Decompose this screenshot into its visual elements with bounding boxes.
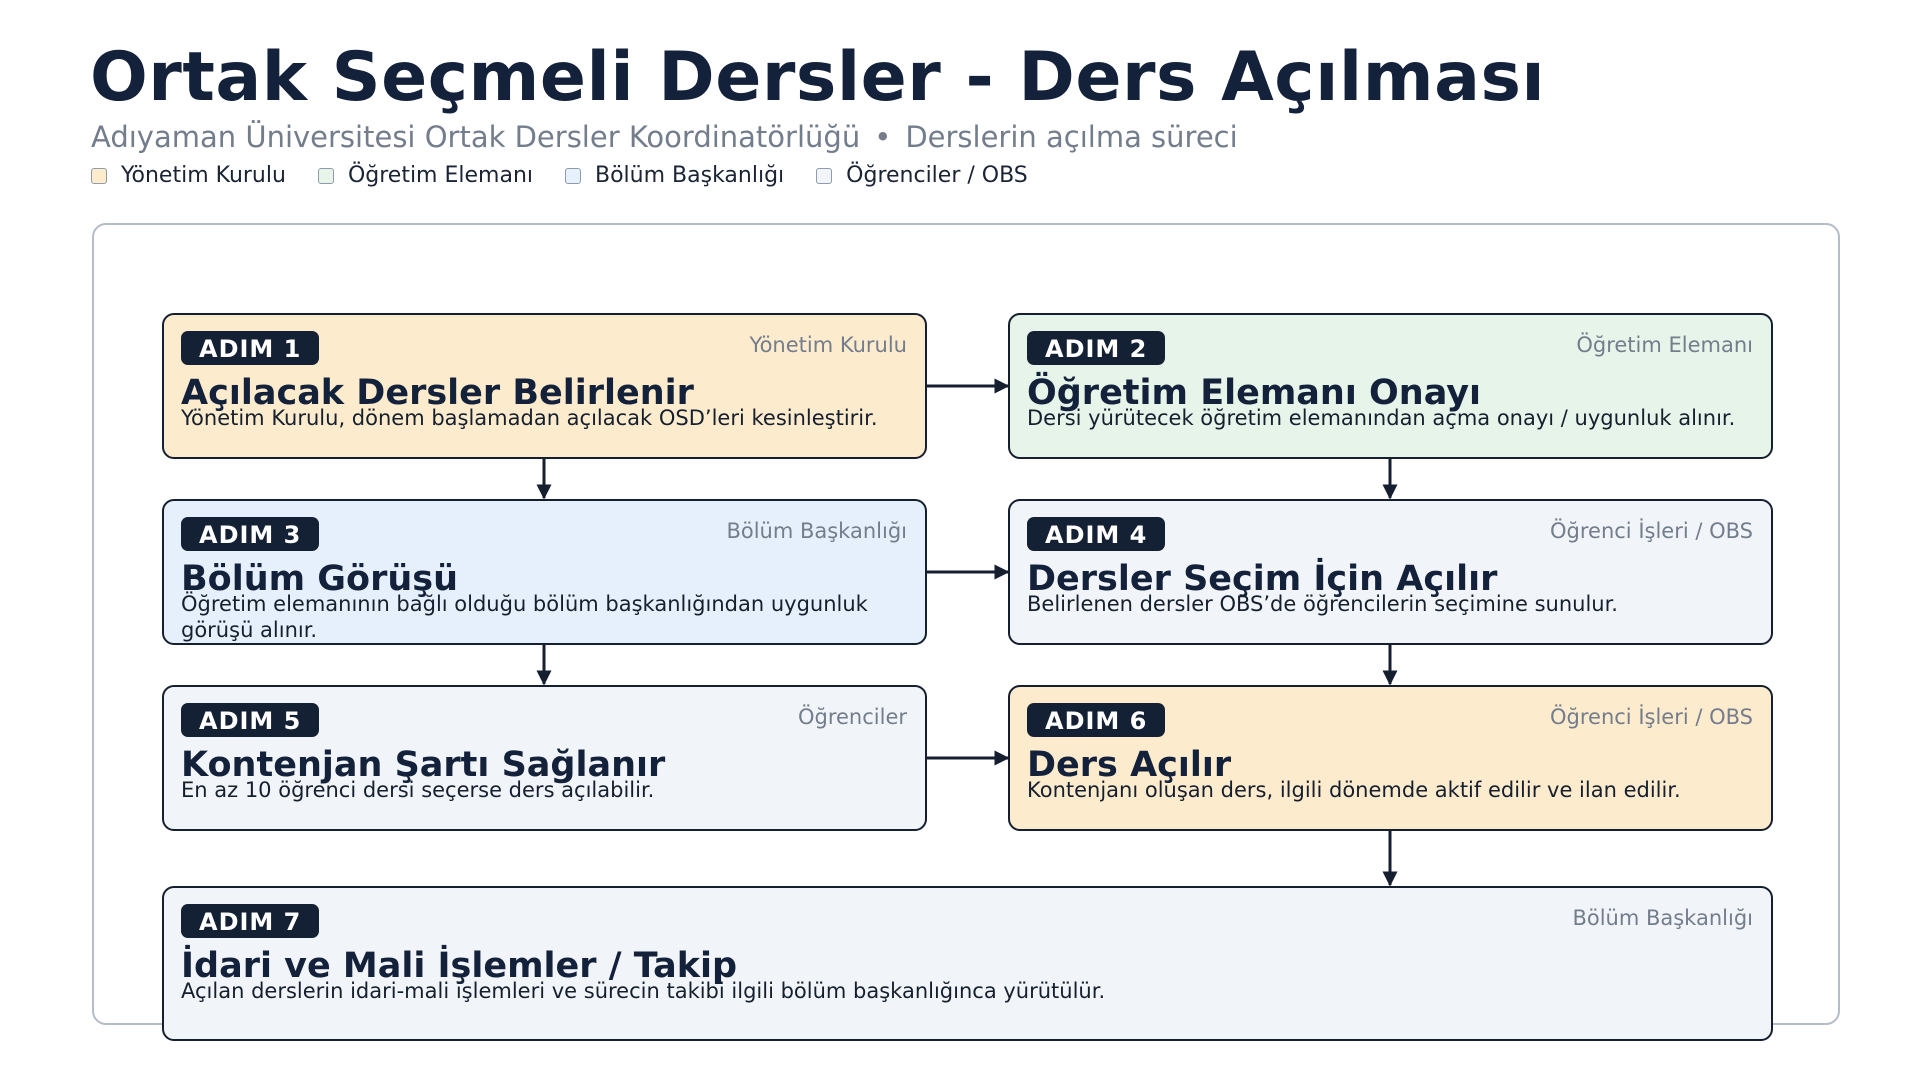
step-owner: Bölüm Başkanlığı [1572,906,1753,930]
step-description: Açılan derslerin idari-mali işlemleri ve… [181,979,1106,1003]
step-title: Bölüm Görüşü [181,559,458,599]
step-description: En az 10 öğrenci dersi seçerse ders açıl… [181,778,655,802]
step-title: Kontenjan Şartı Sağlanır [181,745,666,785]
step-badge: ADIM 5 [181,703,320,737]
step-card-1: ADIM 1 Yönetim Kurulu Açılacak Dersler B… [162,313,927,459]
step-badge: ADIM 6 [1027,703,1166,737]
legend-item-yonetim: Yönetim Kurulu [91,163,286,188]
step-title: İdari ve Mali İşlemler / Takip [181,946,738,986]
legend-swatch [816,167,833,184]
step-owner: Yönetim Kurulu [749,333,907,357]
legend-swatch [565,167,581,184]
step-card-7: ADIM 7 Bölüm Başkanlığı İdari ve Mali İş… [162,886,1773,1041]
step-owner: Bölüm Başkanlığı [726,519,907,543]
step-title: Ders Açılır [1027,745,1232,785]
step-card-5: ADIM 5 Öğrenciler Kontenjan Şartı Sağlan… [162,685,927,831]
step-badge: ADIM 2 [1027,331,1166,365]
page-title: Ortak Seçmeli Dersler - Ders Açılması [90,38,1546,117]
step-card-2: ADIM 2 Öğretim Elemanı Öğretim Elemanı O… [1008,313,1773,459]
step-description: Yönetim Kurulu, dönem başlamadan açılaca… [181,406,878,430]
legend-item-ogretim: Öğretim Elemanı [317,163,533,188]
legend-swatch [91,167,107,184]
legend-label: Öğretim Elemanı [347,163,533,188]
step-card-4: ADIM 4 Öğrenci İşleri / OBS Dersler Seçi… [1008,499,1773,645]
step-description: Öğretim elemanının bağlı olduğu bölüm ba… [181,592,868,642]
step-owner: Öğrenciler [797,705,907,729]
step-card-6: ADIM 6 Öğrenci İşleri / OBS Ders Açılır … [1008,685,1773,831]
page-subtitle: Adıyaman Üniversitesi Ortak Dersler Koor… [91,120,1238,154]
step-description: Dersi yürütecek öğretim elemanından açma… [1027,406,1736,430]
step-badge: ADIM 4 [1027,517,1166,551]
step-badge: ADIM 3 [181,517,320,551]
legend-label: Yönetim Kurulu [121,163,286,188]
step-title: Öğretim Elemanı Onayı [1027,373,1482,413]
step-badge: ADIM 1 [181,331,320,365]
legend-item-ogrenciler: Öğrenciler / OBS [816,163,1028,188]
subtitle-description: Derslerin açılma süreci [905,120,1238,154]
step-owner: Öğrenci İşleri / OBS [1550,519,1753,543]
step-owner: Öğrenci İşleri / OBS [1550,705,1753,729]
step-title: Açılacak Dersler Belirlenir [181,373,694,413]
step-description: Belirlenen dersler OBS’de öğrencilerin s… [1027,592,1618,616]
step-title: Dersler Seçim İçin Açılır [1027,559,1498,599]
subtitle-separator: • [874,120,892,154]
step-badge: ADIM 7 [181,904,320,938]
legend-item-bolum: Bölüm Başkanlığı [565,163,784,188]
step-owner: Öğretim Elemanı [1576,333,1753,357]
subtitle-organization: Adıyaman Üniversitesi Ortak Dersler Koor… [91,120,861,154]
step-card-3: ADIM 3 Bölüm Başkanlığı Bölüm Görüşü Öğr… [162,499,927,645]
step-description: Kontenjanı oluşan ders, ilgili dönemde a… [1027,778,1681,802]
legend: Yönetim Kurulu Öğretim Elemanı Bölüm Baş… [91,163,1060,188]
legend-label: Bölüm Başkanlığı [595,163,785,188]
legend-swatch [317,167,334,184]
legend-label: Öğrenciler / OBS [846,163,1028,188]
